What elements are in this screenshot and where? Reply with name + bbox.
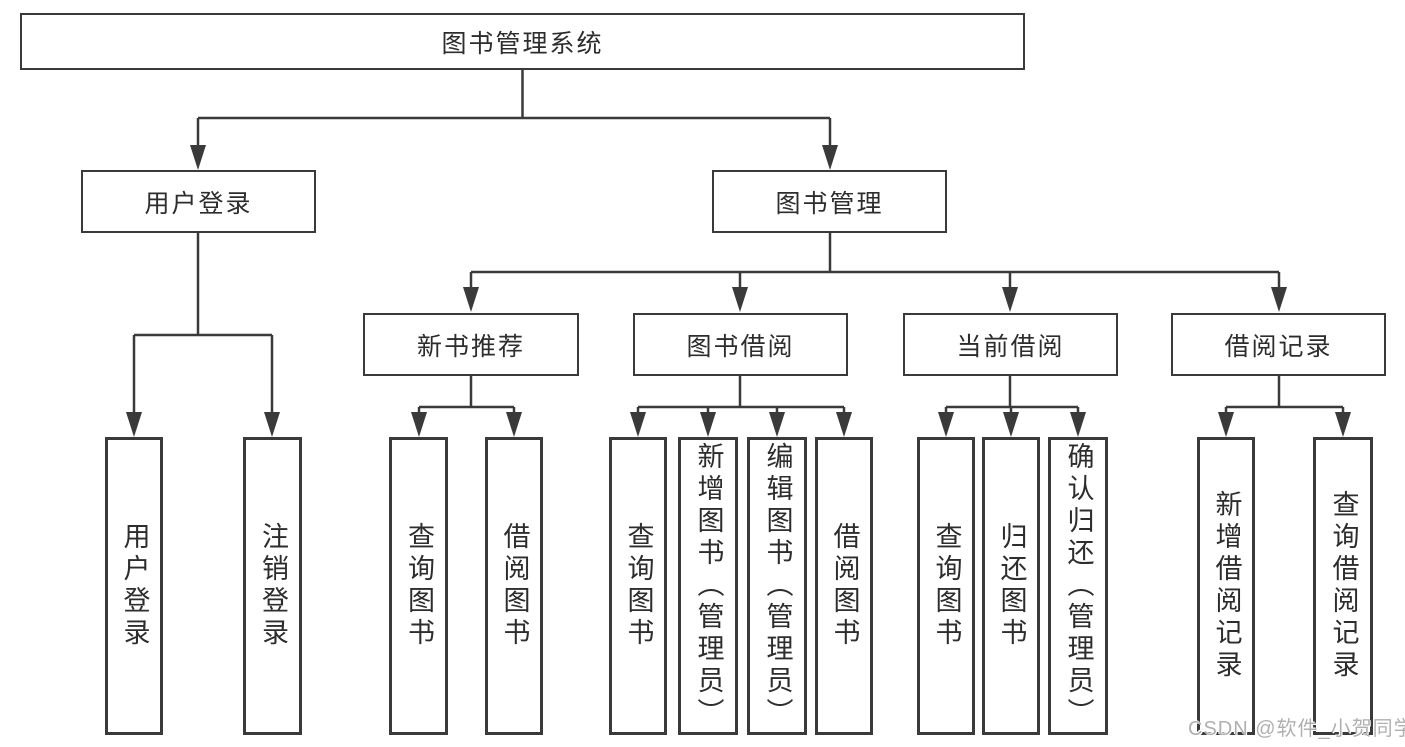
leaf-query-books-recommend: 查询图书 <box>389 437 448 735</box>
leaf-label: 查询图书 <box>931 522 962 650</box>
csdn-watermark: CSDN @软件_小贺同学 <box>1188 718 1405 740</box>
leaf-label: 注销登录 <box>258 522 288 650</box>
leaf-label: 借阅图书 <box>499 522 530 650</box>
node-user-login: 用户登录 <box>81 170 316 233</box>
leaf-label: 确认归还（管理员） <box>1063 442 1094 730</box>
leaf-borrow-books: 借阅图书 <box>815 437 873 735</box>
leaf-label: 编辑图书（管理员） <box>762 442 793 730</box>
connector-root-to-level2 <box>196 70 832 148</box>
node-new-book-recommend: 新书推荐 <box>363 313 579 376</box>
leaf-query-books-borrowing: 查询图书 <box>609 437 667 735</box>
connector-book-mgmt-to-level3 <box>469 233 1281 290</box>
leaf-query-borrow-record: 查询借阅记录 <box>1313 437 1373 735</box>
connector-book-borrow-to-leaves <box>636 376 846 415</box>
leaf-label: 查询图书 <box>404 522 434 650</box>
leaf-confirm-return-admin: 确认归还（管理员） <box>1048 437 1108 735</box>
node-label: 图书借阅 <box>686 332 795 361</box>
node-book-management: 图书管理 <box>712 170 947 233</box>
node-book-borrowing: 图书借阅 <box>633 313 848 376</box>
leaf-label: 新增图书（管理员） <box>693 442 724 730</box>
node-label: 图书管理 <box>775 189 884 218</box>
leaf-label: 查询借阅记录 <box>1328 490 1359 682</box>
leaf-borrow-books-recommend: 借阅图书 <box>485 437 543 735</box>
node-label: 借阅记录 <box>1224 332 1333 361</box>
leaf-label: 用户登录 <box>119 522 150 650</box>
leaf-label: 新增借阅记录 <box>1211 490 1242 682</box>
connector-borrow-record-to-leaves <box>1224 376 1345 415</box>
leaf-label: 借阅图书 <box>829 522 860 650</box>
leaf-edit-books-admin: 编辑图书（管理员） <box>747 437 807 735</box>
leaf-label: 查询图书 <box>623 522 654 650</box>
connector-user-login-to-leaves <box>132 233 274 415</box>
node-borrowing-records: 借阅记录 <box>1171 313 1386 376</box>
leaf-add-books-admin: 新增图书（管理员） <box>678 437 738 735</box>
node-current-borrowing: 当前借阅 <box>903 313 1118 376</box>
node-label: 图书管理系统 <box>441 29 604 58</box>
node-label: 新书推荐 <box>416 332 525 361</box>
node-label: 用户登录 <box>144 189 253 218</box>
connector-new-book-to-leaves <box>417 376 516 415</box>
leaf-user-login: 用户登录 <box>105 437 163 735</box>
leaf-logout: 注销登录 <box>243 437 302 735</box>
arrowheads <box>126 145 1351 437</box>
node-label: 当前借阅 <box>956 332 1065 361</box>
node-library-management-system: 图书管理系统 <box>20 13 1025 70</box>
leaf-return-books: 归还图书 <box>982 437 1040 735</box>
connector-current-borrow-to-leaves <box>944 376 1080 415</box>
leaf-add-borrow-record: 新增借阅记录 <box>1197 437 1255 735</box>
leaf-label: 归还图书 <box>996 522 1027 650</box>
leaf-query-books-current: 查询图书 <box>917 437 975 735</box>
